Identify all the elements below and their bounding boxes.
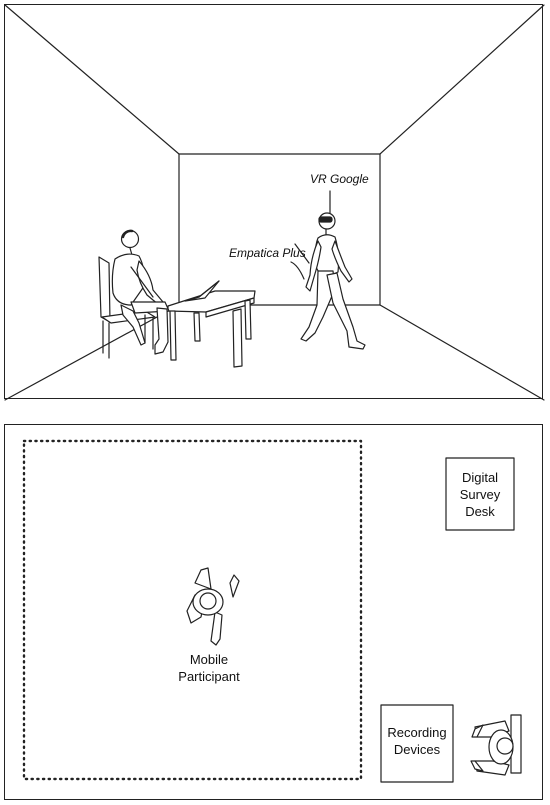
corner-line-top-left bbox=[4, 4, 180, 155]
table bbox=[167, 280, 256, 368]
wearable-leader-line bbox=[290, 261, 305, 280]
recording-devices-label-line1: Recording bbox=[387, 725, 447, 740]
corner-line-top-right bbox=[379, 4, 545, 155]
recording-operator-icon bbox=[470, 714, 522, 776]
recording-devices-label-line2: Devices bbox=[393, 742, 441, 757]
recording-devices-box bbox=[380, 704, 454, 783]
walking-person-figure bbox=[294, 212, 366, 350]
room-perspective-view: VR Google Empatica Plus bbox=[4, 4, 545, 401]
seated-person-figure bbox=[111, 229, 170, 355]
survey-desk-box bbox=[445, 457, 515, 531]
corner-line-bottom-left bbox=[4, 304, 180, 401]
mobile-participant-label-line2: Participant bbox=[178, 669, 240, 684]
mobile-participant-label-line1: Mobile bbox=[189, 652, 229, 667]
mobile-participant-icon bbox=[186, 567, 240, 646]
survey-desk-label-line2: Survey bbox=[459, 487, 501, 502]
floor-plan-view: Mobile Participant Digital Survey Desk R… bbox=[4, 424, 543, 800]
floor-plan-drawing bbox=[22, 439, 522, 783]
survey-desk-label: Digital Survey Desk bbox=[446, 469, 514, 520]
survey-desk-label-line1: Digital bbox=[461, 470, 499, 485]
room-perspective-drawing: VR Google Empatica Plus bbox=[4, 4, 545, 401]
vr-headset-icon bbox=[318, 216, 333, 223]
survey-desk-label-line3: Desk bbox=[465, 504, 495, 519]
corner-line-bottom-right bbox=[379, 304, 545, 401]
recording-devices-label: Recording Devices bbox=[377, 724, 457, 758]
vr-device-label: VR Google bbox=[310, 172, 369, 186]
wearable-label: Empatica Plus bbox=[229, 246, 306, 260]
mobile-participant-label: Mobile Participant bbox=[165, 651, 253, 685]
walking-area-boundary bbox=[22, 439, 363, 781]
back-wall bbox=[178, 153, 381, 306]
